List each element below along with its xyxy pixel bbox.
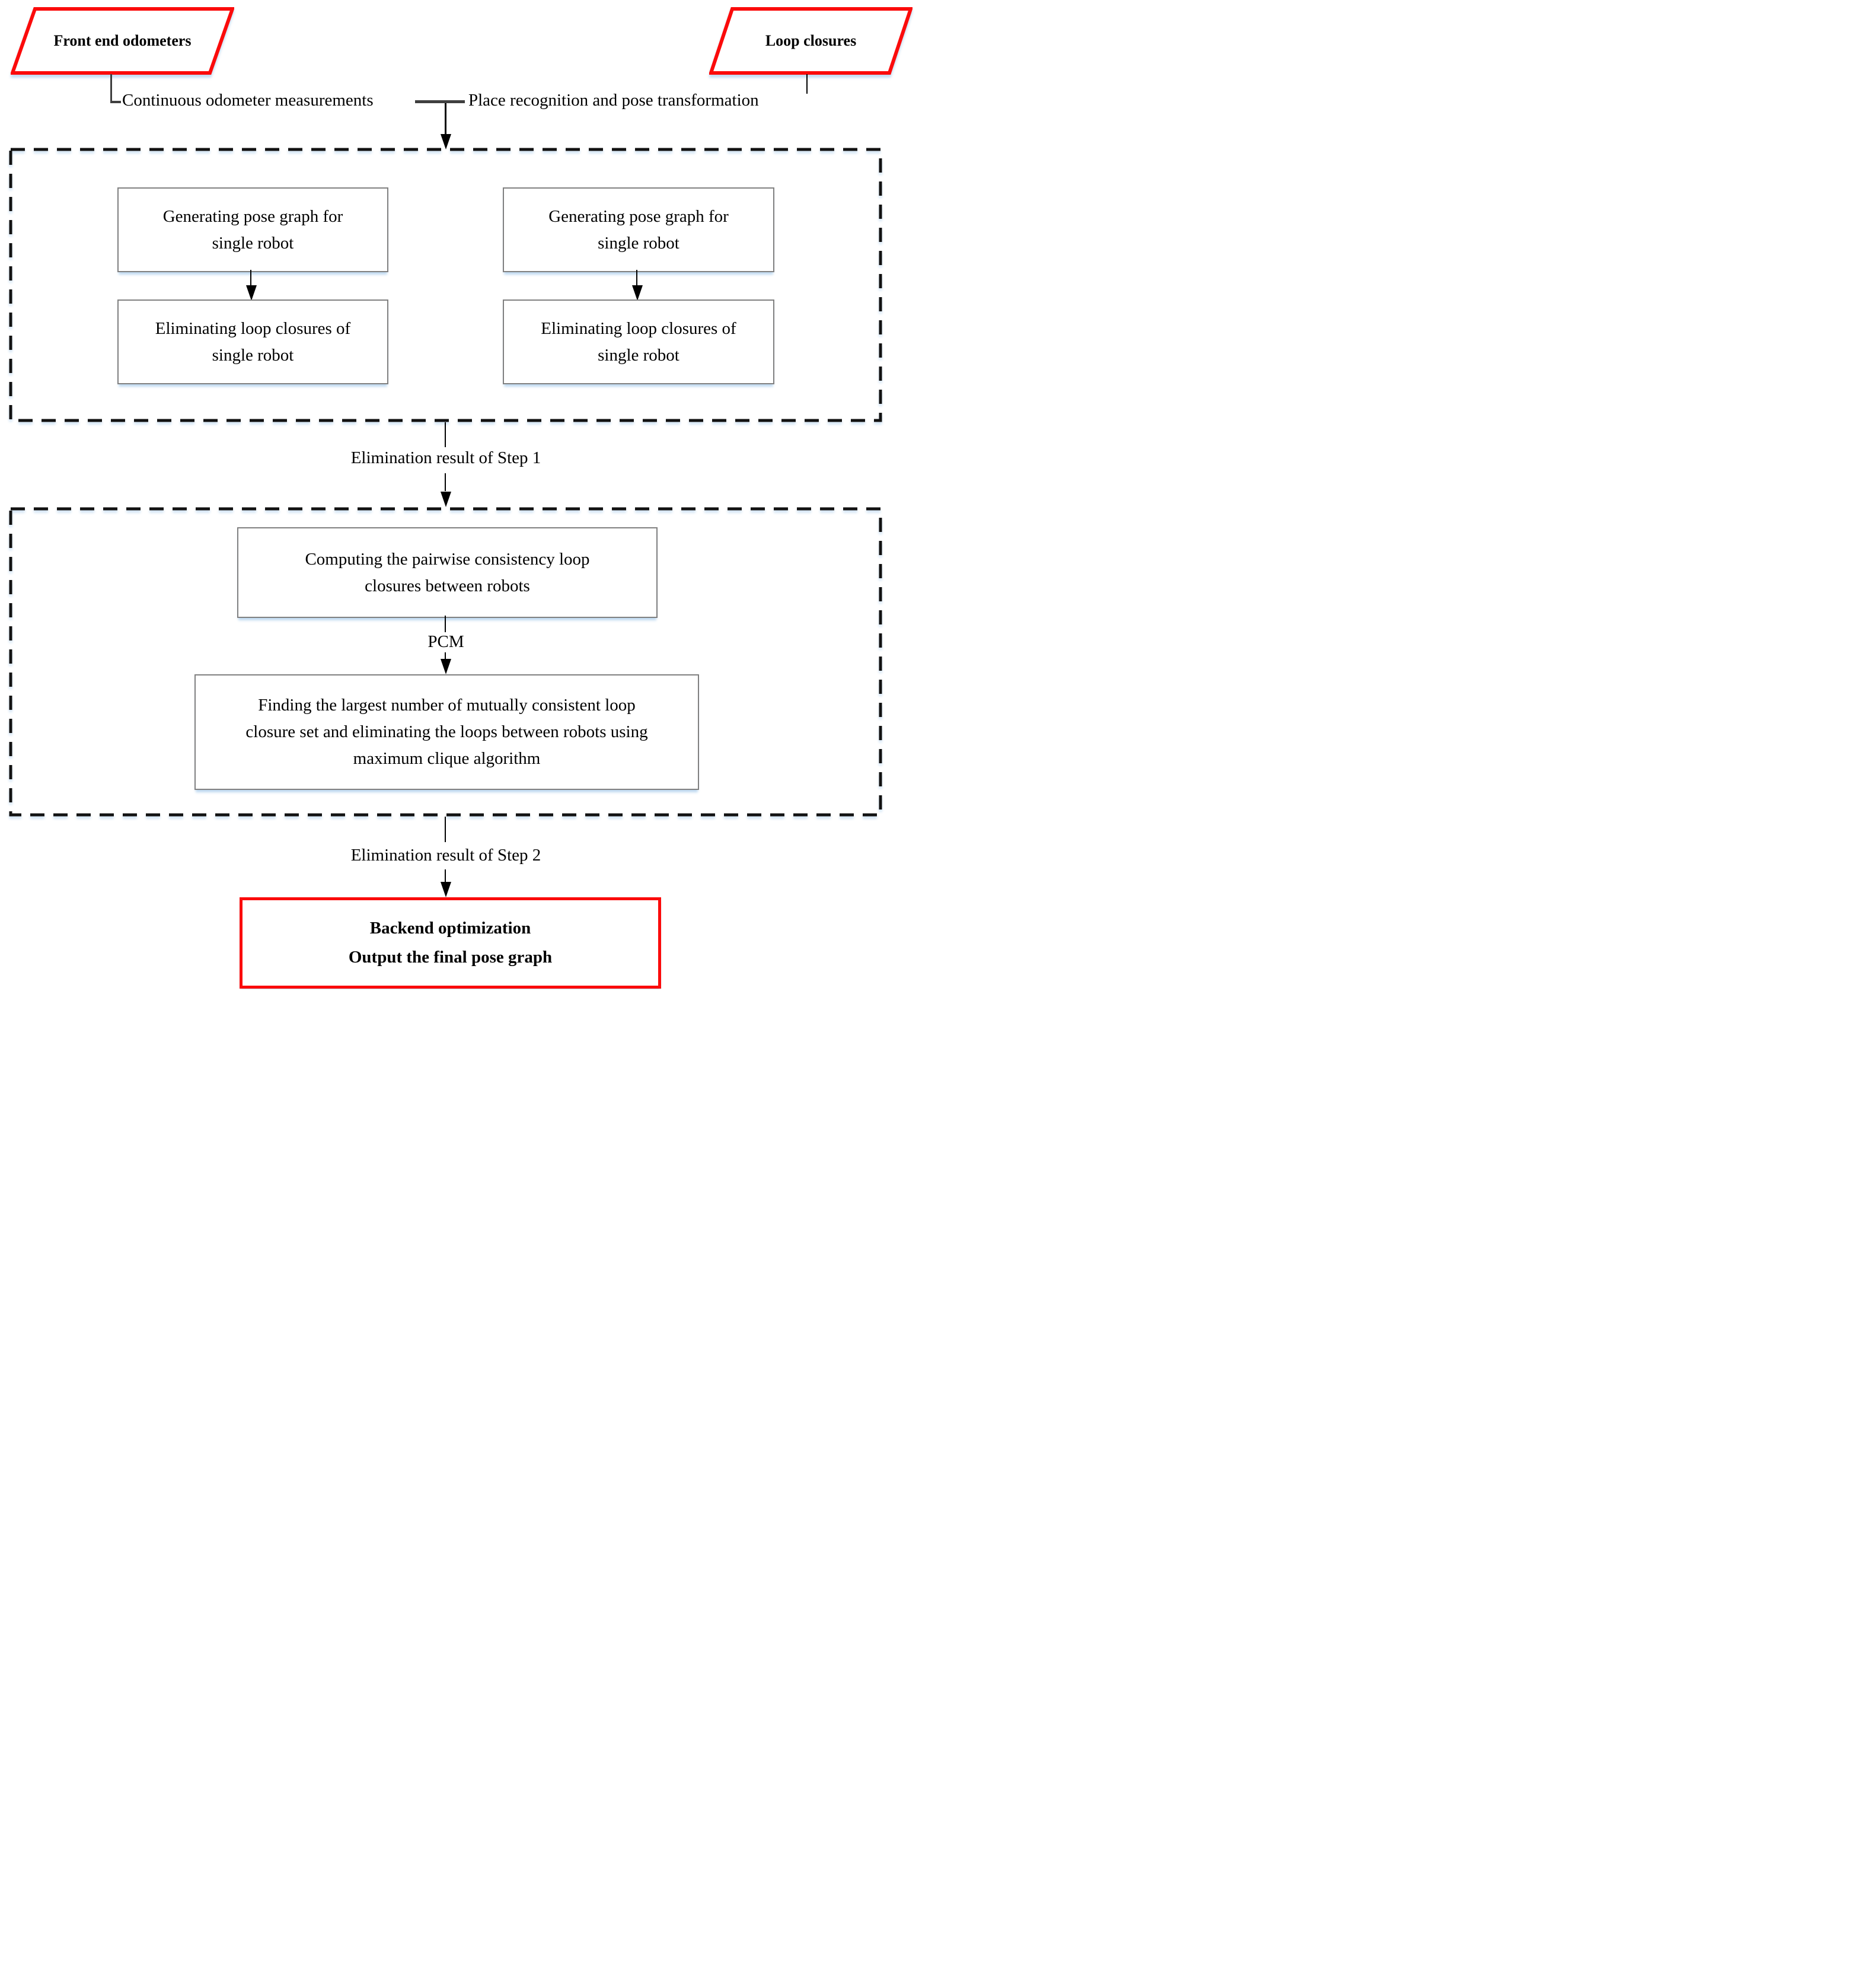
node-generate-pose-graph-left: Generating pose graph for single robot <box>117 187 388 272</box>
edge-label-step1-result: Elimination result of Step 1 <box>350 448 541 467</box>
node-generate-pose-graph-right: Generating pose graph for single robot <box>503 187 774 272</box>
arrow-into-step1-head <box>441 134 451 149</box>
node-finding-maximum-clique: Finding the largest number of mutually c… <box>194 674 699 790</box>
input-loop-closures: Loop closures <box>709 7 913 75</box>
arrow-step1-result-line-top <box>445 422 446 447</box>
arrow-right-column-line <box>636 270 637 286</box>
step1-dashed-border <box>9 148 882 422</box>
arrow-right-column-head <box>632 285 643 301</box>
step2-dashed-container <box>9 507 882 817</box>
arrow-step1-result-head <box>441 492 451 507</box>
arrow-step2-result-line-top <box>445 817 446 842</box>
edge-label-step2-result: Elimination result of Step 2 <box>350 846 541 865</box>
edge-label-pcm: PCM <box>427 632 464 651</box>
arrow-left-column-head <box>246 285 257 301</box>
arrow-step1-result-line-bottom <box>445 473 446 491</box>
connector-odometer-foot <box>110 101 121 103</box>
input-loop-closures-label: Loop closures <box>765 32 857 49</box>
input-front-end-odometers: Front end odometers <box>11 7 234 75</box>
connector-loop-closures-vertical <box>806 74 808 94</box>
connector-junction-segment <box>415 100 465 103</box>
node-computing-pairwise-consistency: Computing the pairwise consistency loop … <box>237 527 658 618</box>
node-backend-optimization-output: Backend optimization Output the final po… <box>240 897 661 989</box>
step2-dashed-border <box>9 507 882 817</box>
arrow-left-column-line <box>250 270 251 286</box>
edge-label-continuous-odometer: Continuous odometer measurements <box>122 91 374 110</box>
input-front-end-odometers-label: Front end odometers <box>53 32 192 49</box>
arrow-pcm-line-top <box>445 616 446 632</box>
arrow-pcm-head <box>441 659 451 674</box>
connector-odometer-vertical <box>110 74 112 103</box>
arrow-into-step1-line <box>445 103 446 135</box>
step1-dashed-container <box>9 148 882 422</box>
parallelogram-shape <box>11 7 234 75</box>
flowchart-canvas: Front end odometers Loop closures Contin… <box>0 0 938 989</box>
node-eliminate-loops-left: Eliminating loop closures of single robo… <box>117 299 388 384</box>
arrow-pcm-line-bottom <box>445 652 446 661</box>
edge-label-place-recognition: Place recognition and pose transformatio… <box>468 91 759 110</box>
arrow-step2-result-line-bottom <box>445 869 446 884</box>
parallelogram-shape <box>709 7 913 75</box>
node-eliminate-loops-right: Eliminating loop closures of single robo… <box>503 299 774 384</box>
arrow-step2-result-head <box>441 882 451 897</box>
